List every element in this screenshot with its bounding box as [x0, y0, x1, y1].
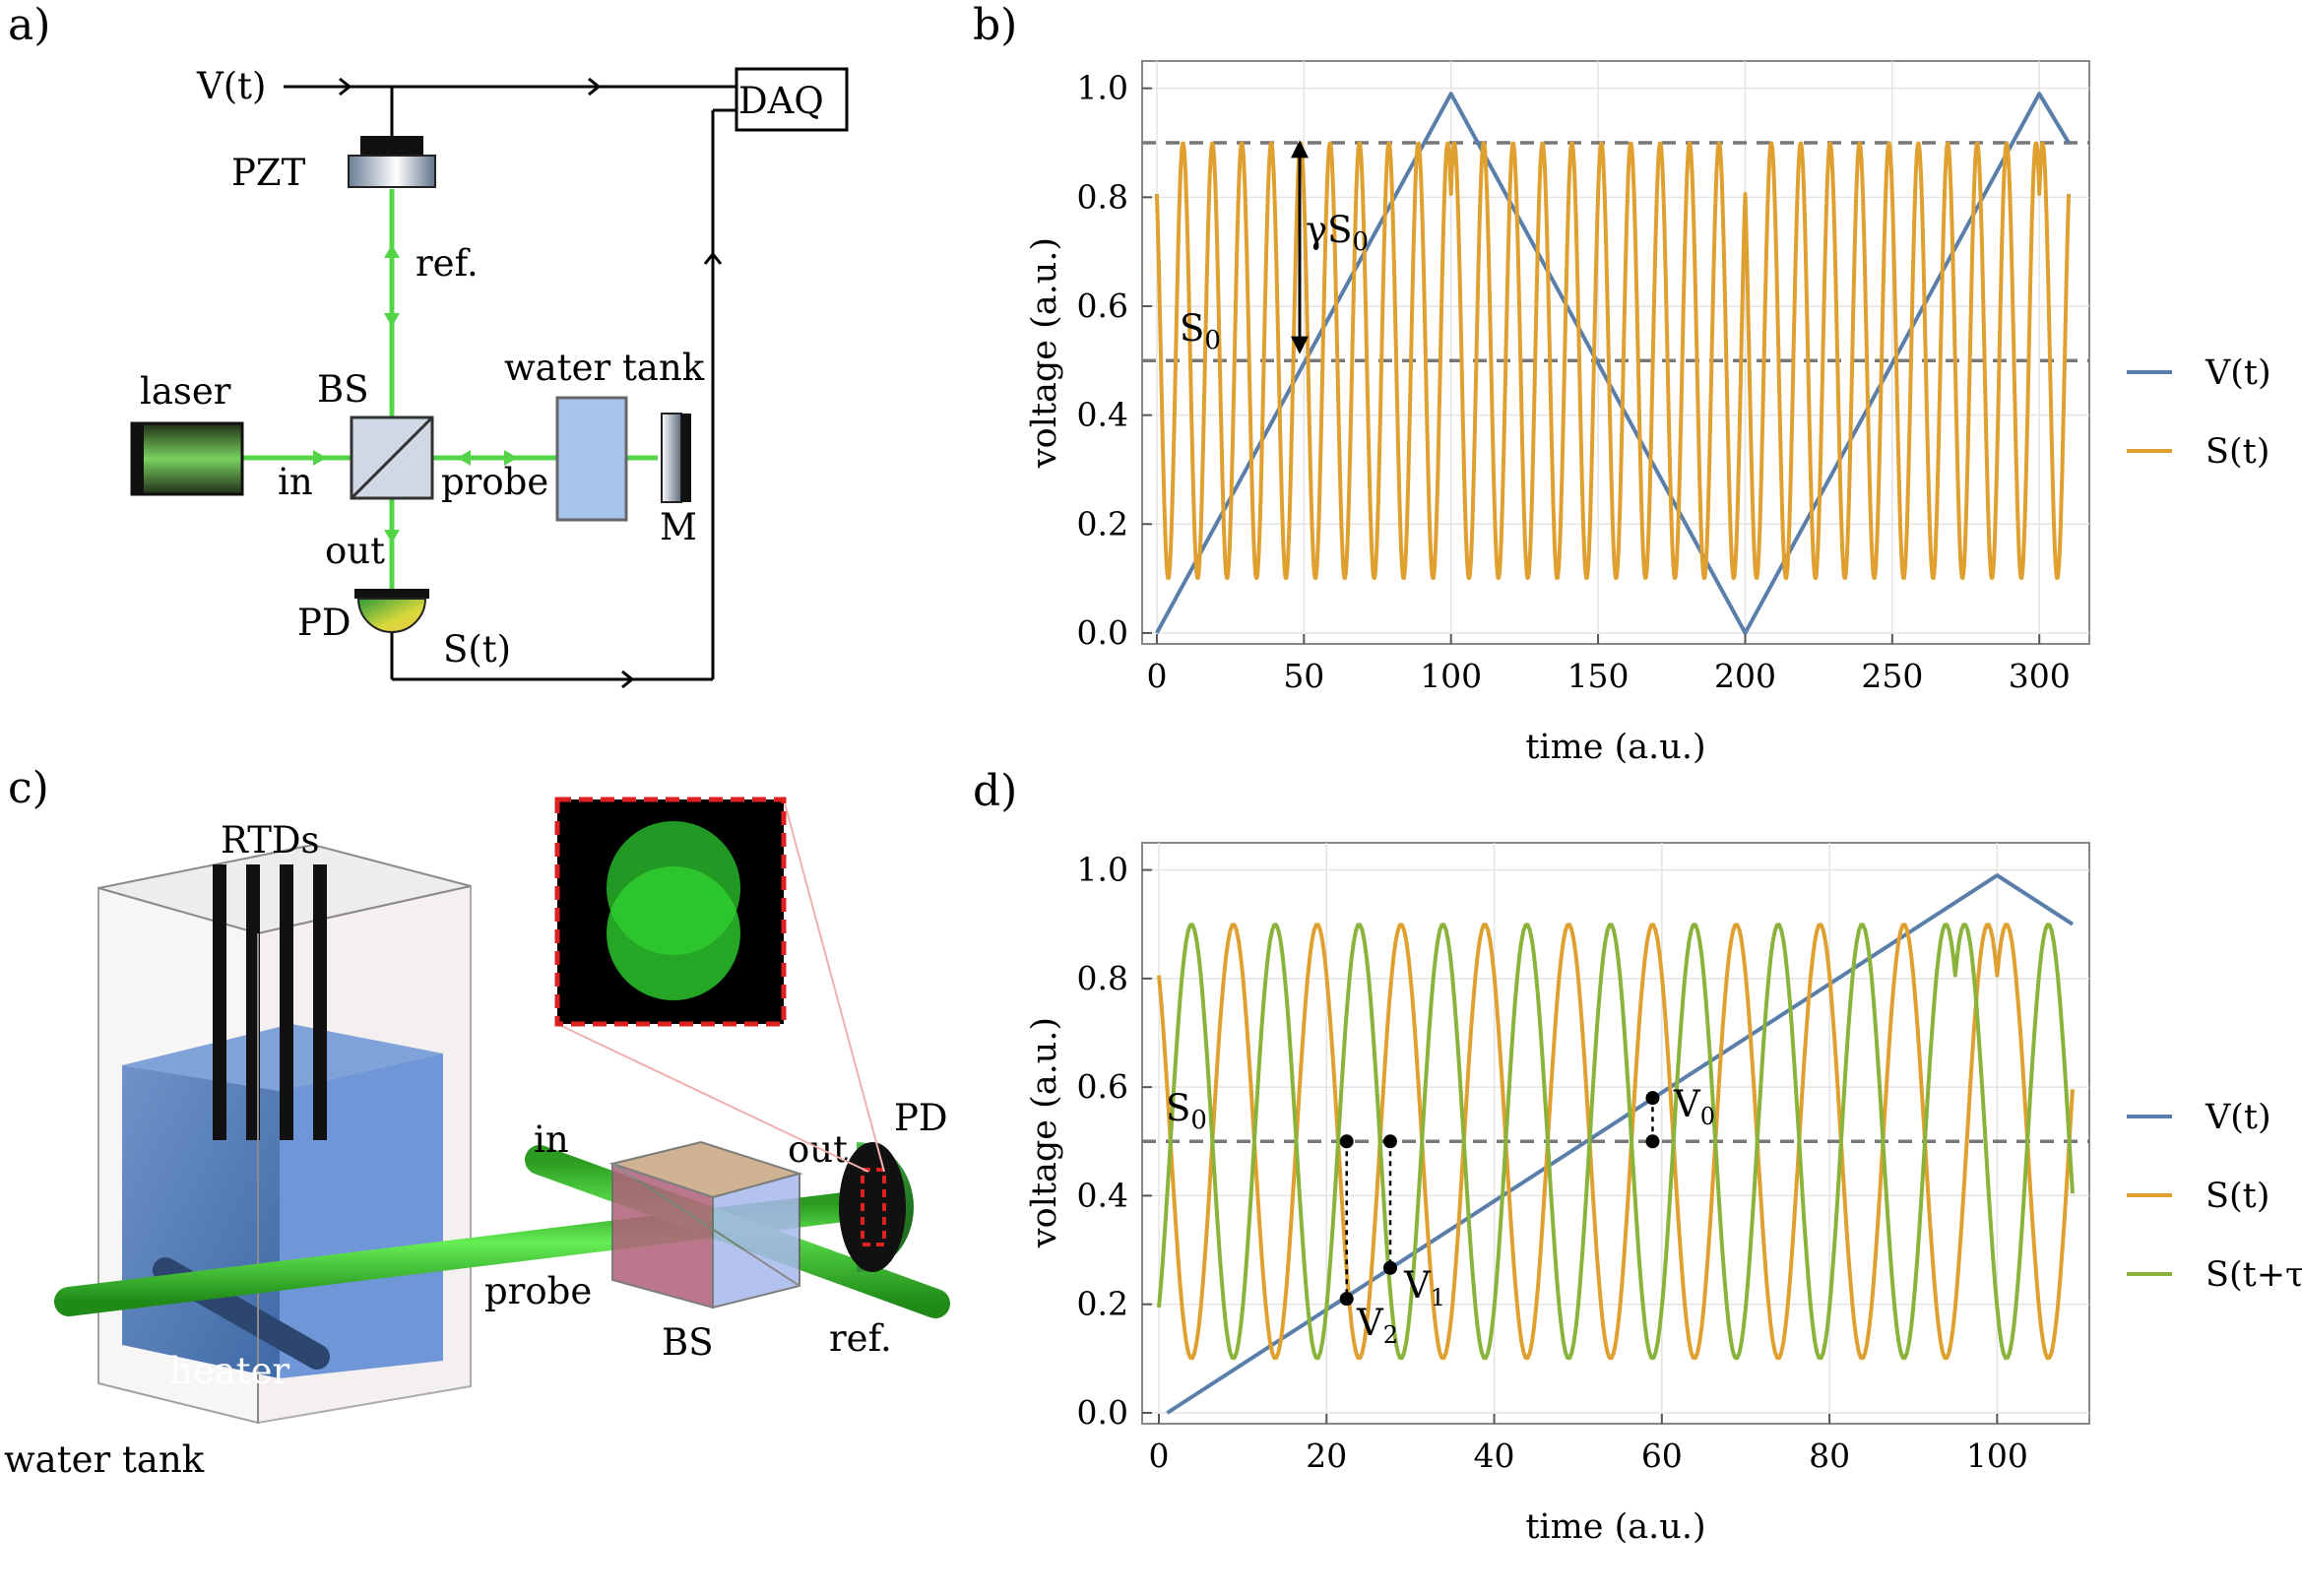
legend-label: V(t)	[2205, 1098, 2271, 1137]
label-probe-3d: probe	[484, 1270, 592, 1312]
label-vt: V(t)	[196, 65, 266, 107]
label-bs: BS	[317, 368, 369, 411]
marker-threshold-point	[1382, 1134, 1397, 1149]
marker-v0-point	[1645, 1091, 1660, 1106]
x-tick-label: 100	[1966, 1436, 2028, 1475]
y-tick-label: 0.8	[1077, 177, 1128, 216]
label-rtds: RTDs	[221, 819, 320, 862]
legend-label: S(t+τ)	[2206, 1255, 2302, 1295]
pzt-icon	[348, 136, 436, 188]
label-m: M	[660, 506, 697, 548]
photodiode-3d	[839, 1142, 914, 1272]
label-pd: PD	[297, 602, 352, 644]
label-heater: heater	[169, 1350, 290, 1392]
y-tick-label: 0.6	[1077, 1067, 1128, 1106]
beam-splitter-icon	[350, 415, 434, 500]
chart-d-xlabel: time (a.u.)	[1525, 1507, 1705, 1547]
marker-threshold-point	[1645, 1134, 1660, 1149]
y-tick-label: 1.0	[1077, 69, 1128, 107]
photodiode-icon	[354, 589, 429, 633]
chart-b-legend: V(t) S(t)	[2127, 353, 2271, 472]
legend-label: S(t)	[2206, 432, 2270, 472]
panel-label-a: a)	[8, 0, 50, 50]
label-laser: laser	[140, 370, 231, 413]
chart-b-xlabel: time (a.u.)	[1525, 728, 1705, 767]
panel-a-schematic: a) V(t) DAQ PZT	[8, 0, 849, 689]
label-ref-3d: ref.	[829, 1317, 892, 1360]
series-line-st	[1154, 141, 2072, 580]
daq-box	[735, 67, 849, 132]
x-tick-label: 250	[1861, 657, 1923, 695]
chart-b-ylabel: voltage (a.u.)	[1025, 237, 1064, 469]
panel-label-b: b)	[973, 0, 1017, 50]
chart-b-threshold-lines	[1142, 141, 2089, 363]
beam-splitter-cube	[608, 1140, 803, 1309]
x-tick-label: 40	[1474, 1436, 1515, 1475]
x-tick-label: 100	[1420, 657, 1482, 695]
x-tick-label: 20	[1306, 1436, 1347, 1475]
panel-c-3d-setup: c) RTDs heater water tank	[4, 763, 950, 1481]
x-tick-label: 0	[1149, 1436, 1170, 1475]
x-tick-label: 80	[1809, 1436, 1850, 1475]
y-tick-label: 0.4	[1077, 1176, 1128, 1214]
chart-d-ylabel: voltage (a.u.)	[1025, 1017, 1064, 1248]
label-water-tank: water tank	[504, 347, 705, 389]
rtd-rods	[213, 864, 327, 1140]
x-tick-label: 50	[1283, 657, 1324, 695]
y-tick-label: 0.8	[1077, 959, 1128, 997]
y-tick-label: 0.6	[1077, 287, 1128, 325]
label-ref: ref.	[416, 242, 479, 285]
laser-icon	[130, 421, 244, 496]
series-line-vt	[1166, 873, 2075, 1415]
y-tick-label: 0.0	[1077, 1393, 1128, 1432]
label-water-tank-3d: water tank	[4, 1438, 205, 1481]
panel-d-chart: d) 0 20 40 60 80 100 0.0 0.2 0.4 0.6 0.8 1.0 time (…	[973, 766, 2302, 1547]
y-tick-label: 0.2	[1077, 504, 1128, 543]
label-daq: DAQ	[738, 80, 824, 122]
chart-b-ticks: 0 50 100 150 200 250 300 0.0 0.2 0.4 0.6 0.8 1.0	[1077, 69, 2071, 695]
water-tank-3d	[97, 843, 472, 1425]
legend-label: V(t)	[2205, 353, 2271, 393]
label-out-3d: out	[788, 1128, 848, 1171]
x-tick-label: 150	[1567, 657, 1630, 695]
marker-v1-point	[1382, 1260, 1397, 1275]
series-line-stau	[1157, 923, 2075, 1361]
label-in: in	[278, 461, 313, 503]
label-st: S(t)	[443, 628, 511, 670]
y-tick-label: 0.0	[1077, 613, 1128, 652]
x-tick-label: 200	[1714, 657, 1776, 695]
water-tank-icon	[555, 396, 628, 522]
panel-label-c: c)	[8, 763, 49, 813]
beam-paths	[240, 189, 658, 589]
label-out: out	[325, 530, 385, 572]
chart-d-legend: V(t) S(t) S(t+τ)	[2127, 1098, 2302, 1295]
chart-d-markers	[1339, 1091, 1660, 1307]
label-probe: probe	[441, 461, 548, 503]
y-tick-label: 0.2	[1077, 1285, 1128, 1323]
label-pd-3d: PD	[894, 1097, 948, 1139]
chart-d-ticks: 0 20 40 60 80 100 0.0 0.2 0.4 0.6 0.8 1.0	[1077, 851, 2028, 1475]
signal-wires	[284, 77, 738, 689]
label-pzt: PZT	[231, 152, 306, 194]
marker-threshold-point	[1339, 1134, 1354, 1149]
marker-v2-point	[1339, 1292, 1354, 1307]
y-tick-label: 0.4	[1077, 396, 1128, 434]
x-tick-label: 60	[1641, 1436, 1683, 1475]
x-tick-label: 300	[2009, 657, 2071, 695]
y-tick-label: 1.0	[1077, 851, 1128, 889]
x-tick-label: 0	[1146, 657, 1167, 695]
legend-label: S(t)	[2206, 1177, 2270, 1216]
chart-b-series	[1154, 92, 2072, 635]
label-in-3d: in	[534, 1118, 569, 1161]
chart-b-gamma-s0-label: γS0	[1306, 209, 1369, 257]
chart-d-series	[1157, 873, 2075, 1415]
label-bs-3d: BS	[662, 1321, 714, 1364]
panel-label-d: d)	[973, 766, 1017, 816]
mirror-icon	[661, 413, 691, 503]
pd-inset	[554, 797, 885, 1173]
series-line-st	[1157, 923, 2075, 1361]
